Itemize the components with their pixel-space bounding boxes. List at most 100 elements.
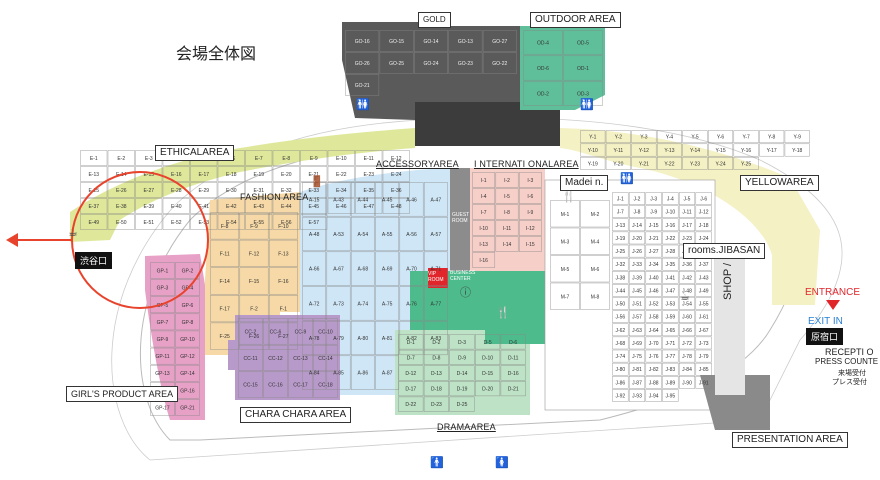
booth-cell xyxy=(398,381,424,397)
booth-cell xyxy=(210,239,240,267)
booth-cell xyxy=(300,150,328,166)
booth-cell xyxy=(645,349,662,363)
booth-label: J-14 xyxy=(632,223,642,229)
booth-label: J-60 xyxy=(682,315,692,321)
booth-cell xyxy=(375,216,400,252)
booth-label: D-12 xyxy=(405,371,416,377)
booth-label: J-12 xyxy=(699,210,709,216)
booth-cell xyxy=(612,257,629,271)
booth-cell xyxy=(175,313,200,331)
booth-label: J-24 xyxy=(699,236,709,242)
booth-cell xyxy=(695,271,712,284)
booth-cell xyxy=(628,349,646,363)
booth-label: J-23 xyxy=(682,236,692,242)
booth-label: J-46 xyxy=(649,288,659,294)
booth-label: Y-23 xyxy=(690,161,700,167)
booth-cell xyxy=(662,310,679,323)
restaurant-icon: 🍴 xyxy=(562,190,576,203)
booth-label: J-34 xyxy=(649,262,659,268)
booth-cell xyxy=(326,216,351,252)
booth-label: Y-24 xyxy=(716,161,726,167)
booth-label: I-12 xyxy=(526,226,535,232)
booth-label: J-80 xyxy=(615,367,625,373)
booth-cell xyxy=(272,182,300,198)
booth-label: A-83 xyxy=(431,336,442,342)
booth-label: E-12 xyxy=(391,156,402,162)
booth-label: E-38 xyxy=(116,204,127,210)
booth-label: J-1 xyxy=(617,197,624,203)
booth-cell xyxy=(190,166,218,182)
booth-cell xyxy=(327,150,355,166)
booth-cell xyxy=(662,323,679,337)
booth-label: D-10 xyxy=(482,355,493,361)
booth-label: J-71 xyxy=(665,341,675,347)
booth-cell xyxy=(472,172,496,188)
booth-label: Y-2 xyxy=(615,135,623,141)
booth-label: J-83 xyxy=(665,367,675,373)
booth-cell xyxy=(449,334,475,350)
exit-in-label: EXIT IN xyxy=(808,316,843,327)
booth-label: F-16 xyxy=(278,279,289,285)
booth-cell xyxy=(628,271,646,284)
booth-label: E-36 xyxy=(391,188,402,194)
booth-label: E-15 xyxy=(143,172,154,178)
area-label-girls-product: GIRL'S PRODUCT AREA xyxy=(66,386,179,402)
booth-label: A-55 xyxy=(382,232,393,238)
booth-label: CC-15 xyxy=(243,383,258,389)
booth-label: F-9 xyxy=(250,224,258,230)
booth-cell xyxy=(448,30,483,52)
booth-label: E-39 xyxy=(143,204,154,210)
booth-cell xyxy=(475,334,501,350)
booth-cell xyxy=(355,198,383,214)
booth-cell xyxy=(135,166,163,182)
booth-label: J-94 xyxy=(649,393,659,399)
booth-cell xyxy=(345,52,380,74)
booth-label: J-81 xyxy=(632,367,642,373)
booth-cell xyxy=(150,279,175,296)
booth-cell xyxy=(355,166,383,182)
booth-label: GO-16 xyxy=(355,39,370,45)
booth-cell xyxy=(449,349,475,365)
booth-label: I-11 xyxy=(503,226,511,232)
booth-label: D-19 xyxy=(457,387,468,393)
booth-label: D-7 xyxy=(407,355,415,361)
booth-label: J-92 xyxy=(615,393,625,399)
booth-label: E-29 xyxy=(198,188,209,194)
booth-label: J-75 xyxy=(632,354,642,360)
booth-label: D-1 xyxy=(407,340,415,346)
booth-label: J-18 xyxy=(699,223,709,229)
area-label-presentation: PRESENTATION AREA xyxy=(732,432,848,448)
booth-cell xyxy=(175,364,200,382)
booth-label: E-42 xyxy=(226,204,237,210)
booth-label: GP-14 xyxy=(180,371,195,377)
booth-cell xyxy=(423,286,448,321)
booth-label: A-54 xyxy=(358,232,369,238)
booth-label: CC-11 xyxy=(243,356,257,362)
booth-label: A-66 xyxy=(309,267,320,273)
booth-cell xyxy=(135,182,163,198)
booth-cell xyxy=(472,252,496,268)
booth-label: F-27 xyxy=(278,334,289,340)
booth-cell xyxy=(414,52,448,74)
booth-cell xyxy=(695,310,712,323)
booth-cell xyxy=(662,271,679,284)
booth-cell xyxy=(350,216,375,252)
booth-cell xyxy=(645,192,662,205)
booth-cell xyxy=(379,30,414,52)
booth-cell xyxy=(355,182,383,198)
booth-cell xyxy=(678,336,696,350)
booth-cell xyxy=(678,284,696,297)
booth-label: E-9 xyxy=(310,156,318,162)
booth-label: F-12 xyxy=(249,251,260,257)
booth-label: E-41 xyxy=(198,204,209,210)
booth-cell xyxy=(695,362,712,376)
booth-cell xyxy=(162,214,190,230)
booth-label: D-23 xyxy=(431,402,442,408)
booth-cell xyxy=(150,364,175,382)
rooms-jibasan-label: rooms.JIBASAN xyxy=(683,243,766,259)
booth-cell xyxy=(708,156,734,170)
booth-label: D-8 xyxy=(432,355,440,361)
booth-label: D-2 xyxy=(432,340,440,346)
booth-label: J-16 xyxy=(665,223,675,229)
booth-cell xyxy=(217,166,245,182)
